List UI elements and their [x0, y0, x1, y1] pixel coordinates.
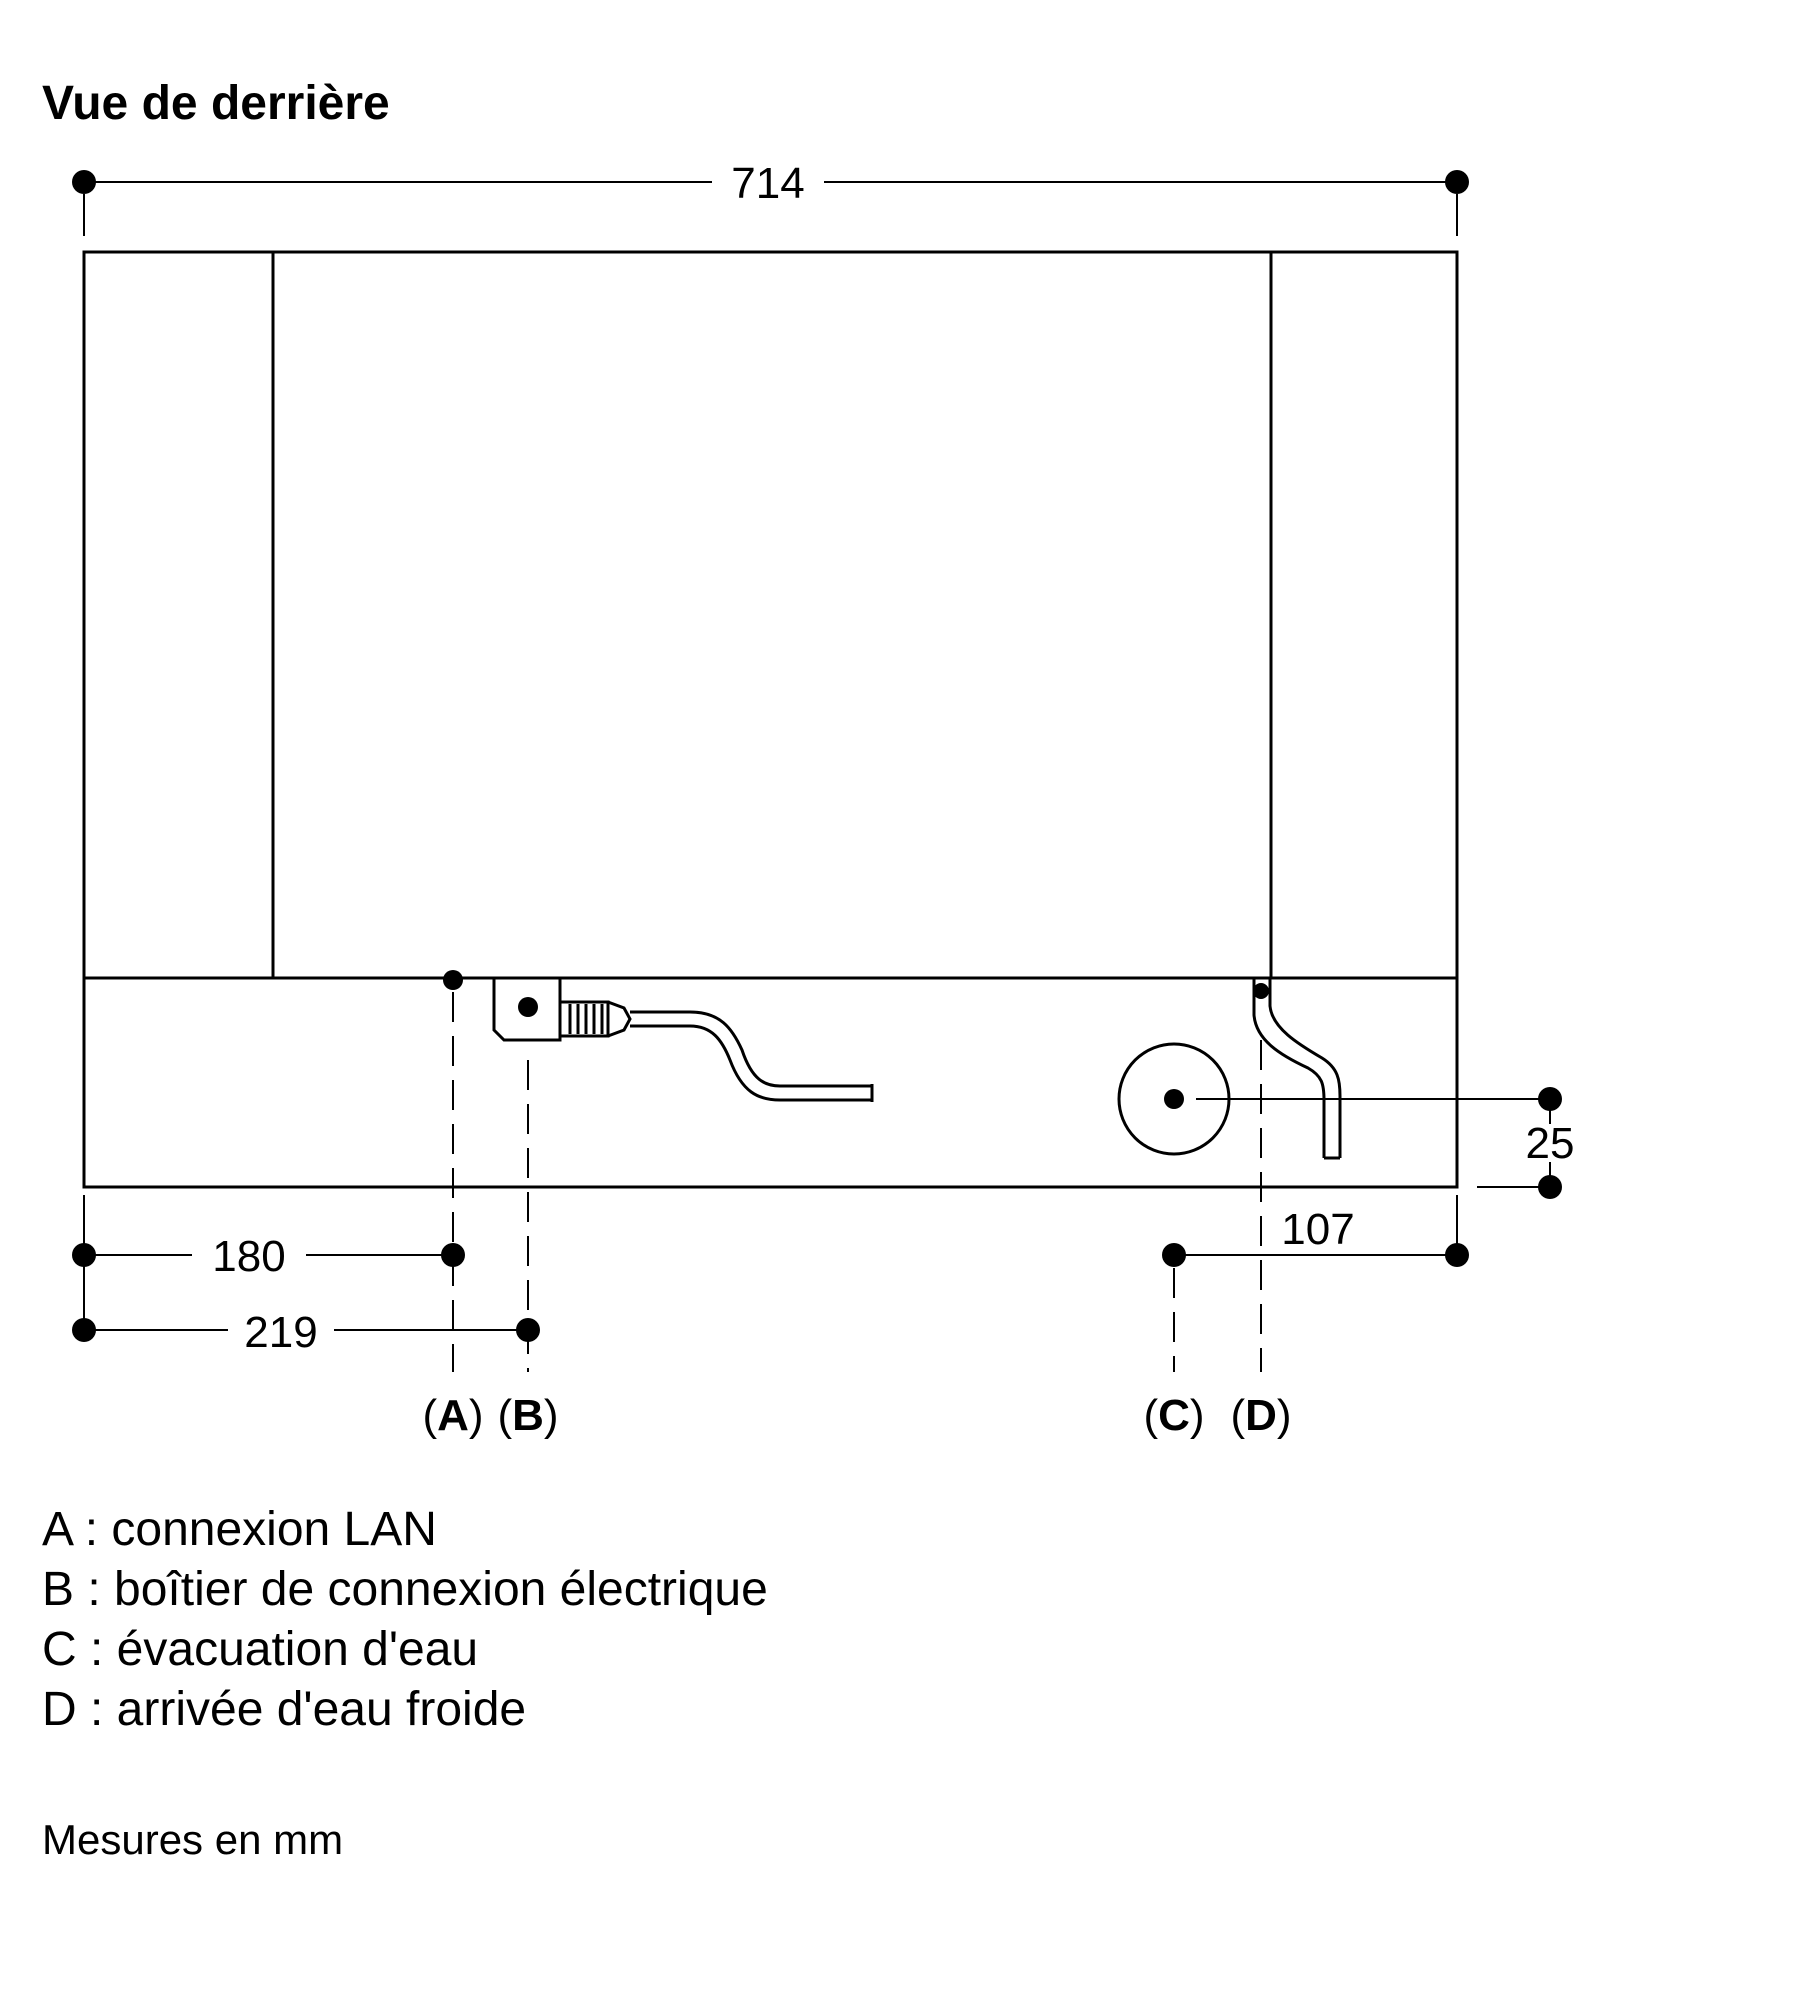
diagram-title: Vue de derrière — [42, 77, 390, 130]
dim-25-dot-top — [1538, 1087, 1562, 1111]
dim-219-dot-right — [516, 1318, 540, 1342]
marker-b-letter: B — [512, 1391, 544, 1440]
water-inlet-hose-icon — [1252, 978, 1342, 1160]
lan-point-dot — [443, 970, 463, 990]
marker-c-letter: C — [1158, 1391, 1190, 1440]
marker-a-letter: A — [437, 1391, 469, 1440]
width-dot-left — [72, 170, 96, 194]
marker-a: (A) — [422, 1391, 483, 1440]
appliance-outline — [82, 250, 1459, 1189]
power-point-dot — [518, 997, 538, 1017]
dim-25-dot-bottom — [1538, 1175, 1562, 1199]
units-note: Mesures en mm — [42, 1816, 344, 1863]
marker-b: (B) — [497, 1391, 558, 1440]
dim-180-dot-right — [441, 1243, 465, 1267]
dim-714-label: 714 — [731, 159, 804, 208]
drain-center-dot — [1164, 1089, 1184, 1109]
dim-107-label: 107 — [1281, 1205, 1354, 1254]
legend: A : connexion LAN B : boîtier de connexi… — [42, 1500, 768, 1740]
legend-item-d: D : arrivée d'eau froide — [42, 1683, 527, 1736]
width-dot-right — [1445, 170, 1469, 194]
dim-25-label: 25 — [1526, 1119, 1575, 1168]
marker-d: (D) — [1230, 1391, 1291, 1440]
power-connector-icon — [492, 976, 874, 1102]
legend-item-c: C : évacuation d'eau — [42, 1623, 479, 1676]
dim-180-dot-left — [72, 1243, 96, 1267]
dim-180-label: 180 — [212, 1232, 285, 1281]
inlet-point-dot — [1253, 983, 1269, 999]
marker-d-letter: D — [1245, 1391, 1277, 1440]
dim-107-dot-right — [1445, 1243, 1469, 1267]
dim-107-dot-left — [1162, 1243, 1186, 1267]
dim-219-label: 219 — [244, 1308, 317, 1357]
marker-c: (C) — [1143, 1391, 1204, 1440]
dim-219-dot-left — [72, 1318, 96, 1342]
legend-item-b: B : boîtier de connexion électrique — [42, 1563, 768, 1616]
legend-item-a: A : connexion LAN — [42, 1503, 437, 1556]
